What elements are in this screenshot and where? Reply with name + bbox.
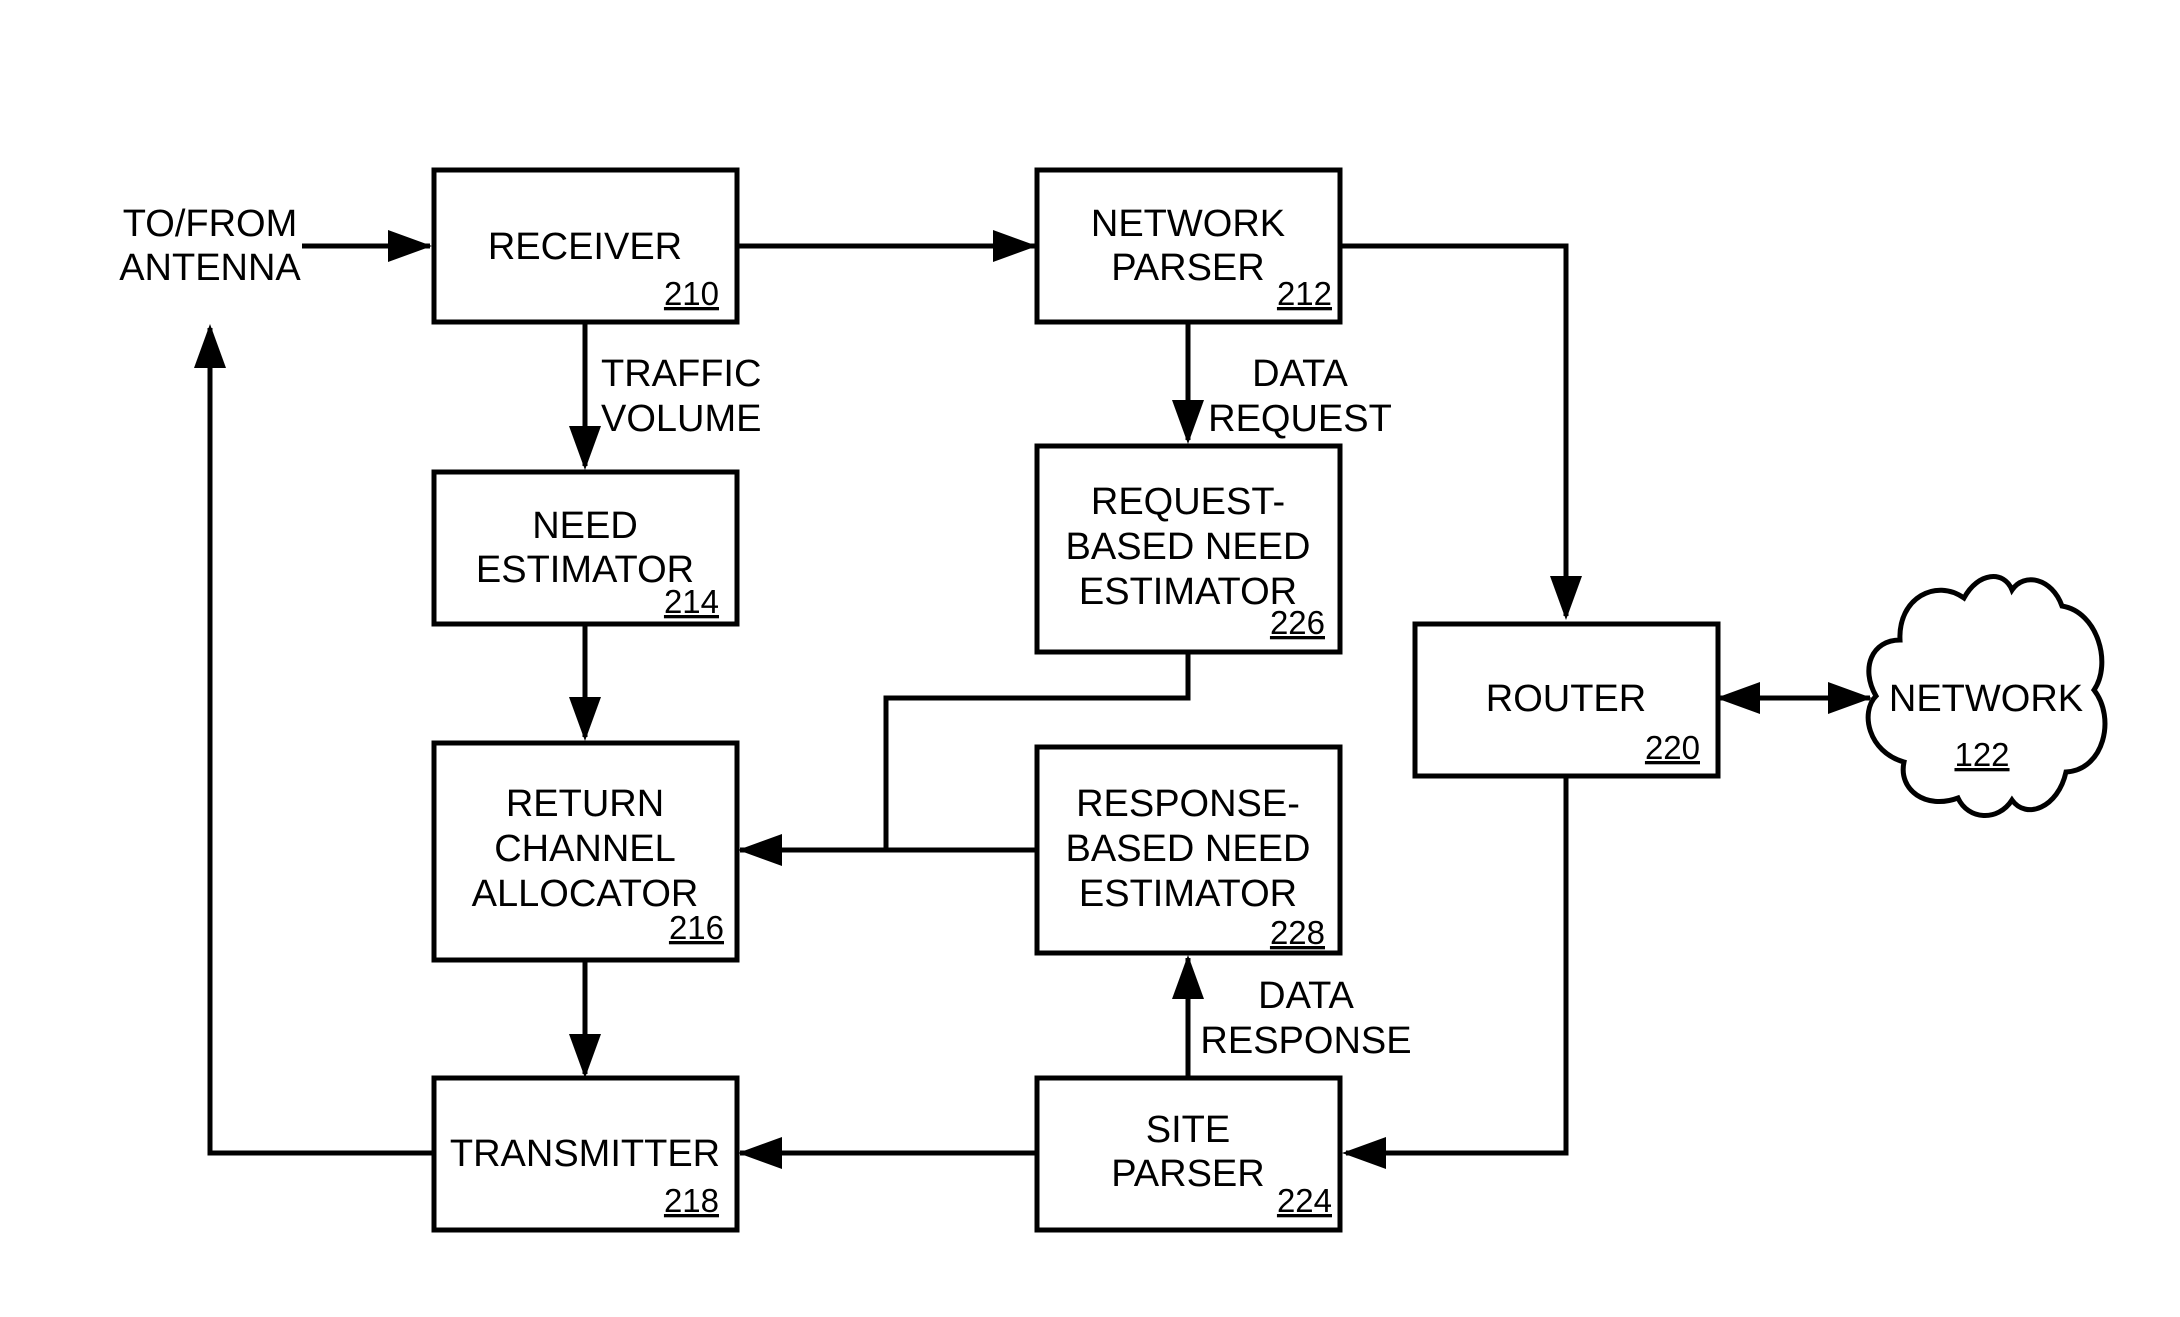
network-parser-label-line1: NETWORK: [1091, 203, 1285, 245]
transmitter-label: TRANSMITTER: [450, 1133, 720, 1175]
request-based-need-estimator-block: REQUEST- BASED NEED ESTIMATOR 226: [1037, 446, 1340, 652]
site-parser-block: SITE PARSER 224: [1037, 1078, 1340, 1230]
network-label: NETWORK: [1889, 678, 2083, 720]
traffic-volume-label-line2: VOLUME: [601, 398, 761, 440]
response-estimator-label-line1: RESPONSE-: [1076, 783, 1300, 825]
transmitter-block: TRANSMITTER 218: [434, 1078, 737, 1230]
antenna-label-line1: TO/FROM: [123, 203, 298, 245]
router-ref: 220: [1645, 729, 1700, 766]
arrowhead: [1716, 682, 1760, 714]
arrowhead: [1550, 576, 1582, 620]
network-parser-ref: 212: [1277, 275, 1332, 312]
receiver-label: RECEIVER: [488, 226, 682, 268]
response-estimator-ref: 228: [1270, 914, 1325, 951]
request-estimator-label-line3: ESTIMATOR: [1079, 571, 1297, 613]
request-estimator-ref: 226: [1270, 604, 1325, 641]
need-estimator-block: NEED ESTIMATOR 214: [434, 472, 737, 624]
router-label: ROUTER: [1486, 678, 1646, 720]
arrowhead: [194, 324, 226, 368]
arrowhead: [738, 834, 782, 866]
network-parser-label-line2: PARSER: [1111, 247, 1264, 289]
site-parser-label-line2: PARSER: [1111, 1153, 1264, 1195]
allocator-ref: 216: [669, 909, 724, 946]
arrowhead: [1172, 955, 1204, 999]
traffic-volume-label-line1: TRAFFIC: [601, 353, 761, 395]
request-estimator-label-line1: REQUEST-: [1091, 481, 1285, 523]
arrowhead: [1828, 682, 1872, 714]
response-based-need-estimator-block: RESPONSE- BASED NEED ESTIMATOR 228: [1037, 747, 1340, 953]
arrowhead: [1342, 1137, 1386, 1169]
network-parser-block: NETWORK PARSER 212: [1037, 170, 1340, 322]
site-parser-label-line1: SITE: [1146, 1109, 1230, 1151]
data-request-label-line1: DATA: [1252, 353, 1348, 395]
need-estimator-label-line1: NEED: [532, 505, 638, 547]
network-ref: 122: [1954, 736, 2009, 773]
allocator-label-line1: RETURN: [506, 783, 664, 825]
allocator-label-line3: ALLOCATOR: [472, 873, 699, 915]
transmitter-ref: 218: [664, 1182, 719, 1219]
allocator-label-line2: CHANNEL: [494, 828, 676, 870]
data-response-label-line2: RESPONSE: [1200, 1020, 1411, 1062]
response-estimator-label-line2: BASED NEED: [1066, 828, 1311, 870]
return-channel-allocator-block: RETURN CHANNEL ALLOCATOR 216: [434, 743, 737, 960]
connector-transmitter-antenna: [210, 328, 432, 1153]
arrowhead: [569, 697, 601, 741]
request-estimator-label-line2: BASED NEED: [1066, 526, 1311, 568]
response-estimator-label-line3: ESTIMATOR: [1079, 873, 1297, 915]
site-parser-ref: 224: [1277, 1182, 1332, 1219]
network-cloud: NETWORK 122: [1868, 577, 2105, 816]
receiver-ref: 210: [664, 275, 719, 312]
arrowhead: [388, 230, 432, 262]
arrowhead: [1172, 400, 1204, 444]
need-estimator-ref: 214: [664, 583, 719, 620]
arrowhead: [738, 1137, 782, 1169]
arrowhead: [993, 230, 1037, 262]
data-request-label-line2: REQUEST: [1208, 398, 1392, 440]
connector-router-site-parser: [1346, 776, 1566, 1153]
receiver-block: RECEIVER 210: [434, 170, 737, 322]
data-response-label-line1: DATA: [1258, 975, 1354, 1017]
arrowhead: [569, 426, 601, 470]
router-block: ROUTER 220: [1415, 624, 1718, 776]
arrowhead: [569, 1034, 601, 1078]
need-estimator-label-line2: ESTIMATOR: [476, 549, 694, 591]
antenna-label-line2: ANTENNA: [119, 247, 301, 289]
